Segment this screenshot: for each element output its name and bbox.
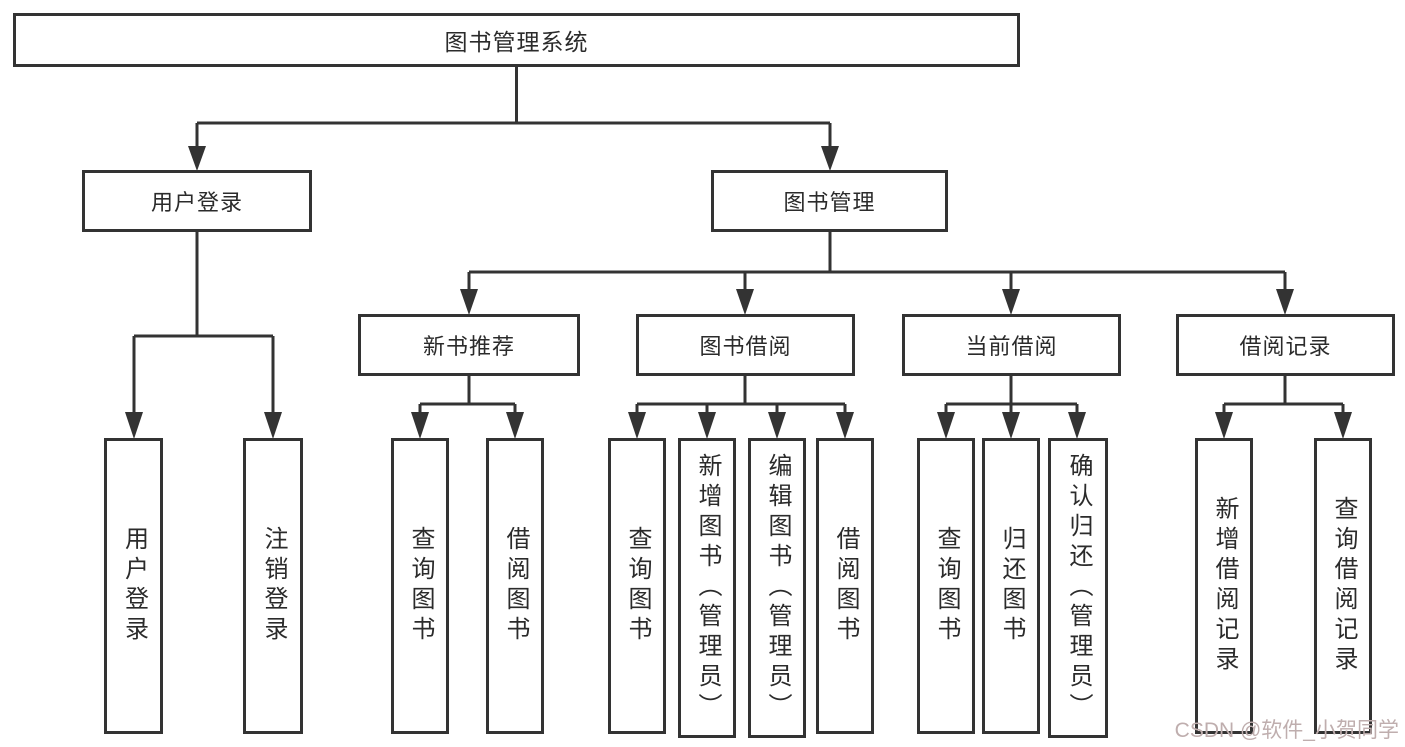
leaf-query-books-current: 查询图书 [917, 438, 975, 734]
node-label: 图书管理 [783, 190, 876, 215]
node-label: 查询借阅记录 [1330, 496, 1357, 676]
node-label: 借阅图书 [832, 526, 859, 646]
leaf-add-borrow-record: 新增借阅记录 [1195, 438, 1253, 734]
leaf-return-book: 归还图书 [982, 438, 1040, 734]
arrowhead-icons [125, 146, 1352, 439]
leaf-borrow-books-recommend: 借阅图书 [486, 438, 544, 734]
node-label: 新增图书（管理员） [694, 453, 721, 723]
leaf-borrow-books: 借阅图书 [816, 438, 874, 734]
leaf-logout: 注销登录 [243, 438, 303, 734]
node-label: 确认归还（管理员） [1065, 453, 1092, 723]
node-label: 用户登录 [150, 190, 243, 215]
node-borrow-records: 借阅记录 [1176, 314, 1395, 376]
node-label: 借阅图书 [502, 526, 529, 646]
node-label: 当前借阅 [965, 334, 1058, 359]
leaf-add-book-admin: 新增图书（管理员） [678, 438, 736, 738]
watermark: CSDN @软件_小贺同学 [1174, 719, 1399, 742]
node-user-login-branch: 用户登录 [82, 170, 312, 232]
node-label: 编辑图书（管理员） [764, 453, 791, 723]
node-label: 用户登录 [120, 526, 148, 646]
node-label: 新书推荐 [422, 334, 515, 359]
node-label: 查询图书 [933, 526, 960, 646]
leaf-query-borrow-record: 查询借阅记录 [1314, 438, 1372, 734]
leaf-query-books-recommend: 查询图书 [391, 438, 449, 734]
node-label: 注销登录 [260, 526, 287, 646]
node-label: 新增借阅记录 [1211, 496, 1238, 676]
leaf-edit-book-admin: 编辑图书（管理员） [748, 438, 806, 738]
node-label: 查询图书 [624, 526, 651, 646]
leaf-query-books-borrow: 查询图书 [608, 438, 666, 734]
node-book-borrow: 图书借阅 [636, 314, 855, 376]
node-root: 图书管理系统 [13, 13, 1020, 67]
node-label: 图书管理系统 [444, 29, 589, 55]
node-label: 图书借阅 [699, 334, 792, 359]
connector-segments [132, 67, 1345, 413]
leaf-confirm-return-admin: 确认归还（管理员） [1048, 438, 1108, 738]
node-label: 查询图书 [407, 526, 434, 646]
leaf-user-login: 用户登录 [104, 438, 163, 734]
node-new-book-recommend: 新书推荐 [358, 314, 580, 376]
node-label: 借阅记录 [1239, 334, 1332, 359]
node-current-borrow: 当前借阅 [902, 314, 1121, 376]
node-label: 归还图书 [998, 526, 1025, 646]
node-book-management: 图书管理 [711, 170, 948, 232]
